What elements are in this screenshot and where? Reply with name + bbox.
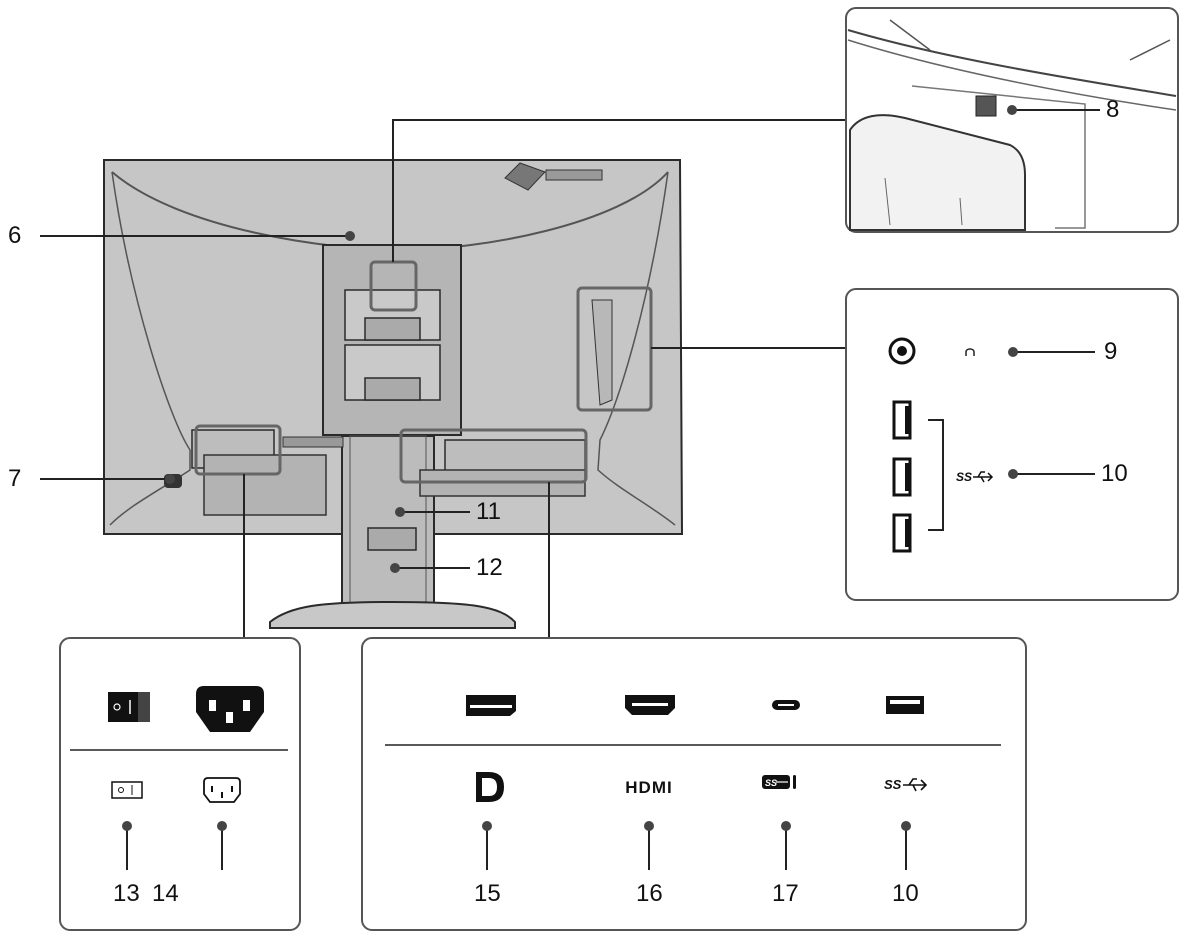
svg-text:SS: SS: [765, 778, 777, 788]
callout-9: 9: [1104, 338, 1118, 365]
callout-11: 11: [476, 498, 501, 525]
power-panel: [59, 637, 301, 931]
callout-17: 17: [772, 880, 799, 907]
monitor-back: [103, 159, 684, 629]
callout-15: 15: [474, 880, 501, 907]
displayport-icon: [476, 772, 504, 802]
callout-10-rear: 10: [892, 880, 919, 907]
callout-13: 13: [113, 880, 140, 907]
ac-power-connector: [196, 686, 264, 732]
svg-text:SS: SS: [884, 777, 902, 792]
svg-text:HDMI: HDMI: [625, 778, 672, 797]
hdmi-icon: HDMI: [625, 778, 672, 797]
side-ports-panel: SS: [845, 288, 1179, 601]
callout-16: 16: [636, 880, 663, 907]
callout-6: 6: [8, 222, 22, 249]
highlight-video-ports: [399, 428, 588, 484]
usb-a-port: [886, 696, 924, 714]
callout-12: 12: [476, 554, 503, 581]
usb-c-superspeed-icon: SS: [762, 775, 796, 789]
callout-10-side: 10: [1101, 460, 1128, 487]
callout-7: 7: [8, 465, 22, 492]
usb-superspeed-icon: SS: [884, 777, 928, 792]
video-ports-panel: HDMI SS SS: [361, 637, 1027, 931]
callout-8: 8: [1106, 96, 1120, 123]
brand-logo: [504, 162, 603, 191]
callout-14: 14: [152, 880, 179, 907]
headphone-icon: [965, 348, 975, 356]
usb-superspeed-icon: SS: [956, 470, 994, 484]
inset-usb-detail: [845, 7, 1179, 233]
power-switch-icon: [111, 781, 143, 799]
svg-text:SS: SS: [956, 470, 972, 484]
highlight-power-ports: [194, 424, 282, 476]
ac-power-connector-icon: [203, 777, 241, 803]
